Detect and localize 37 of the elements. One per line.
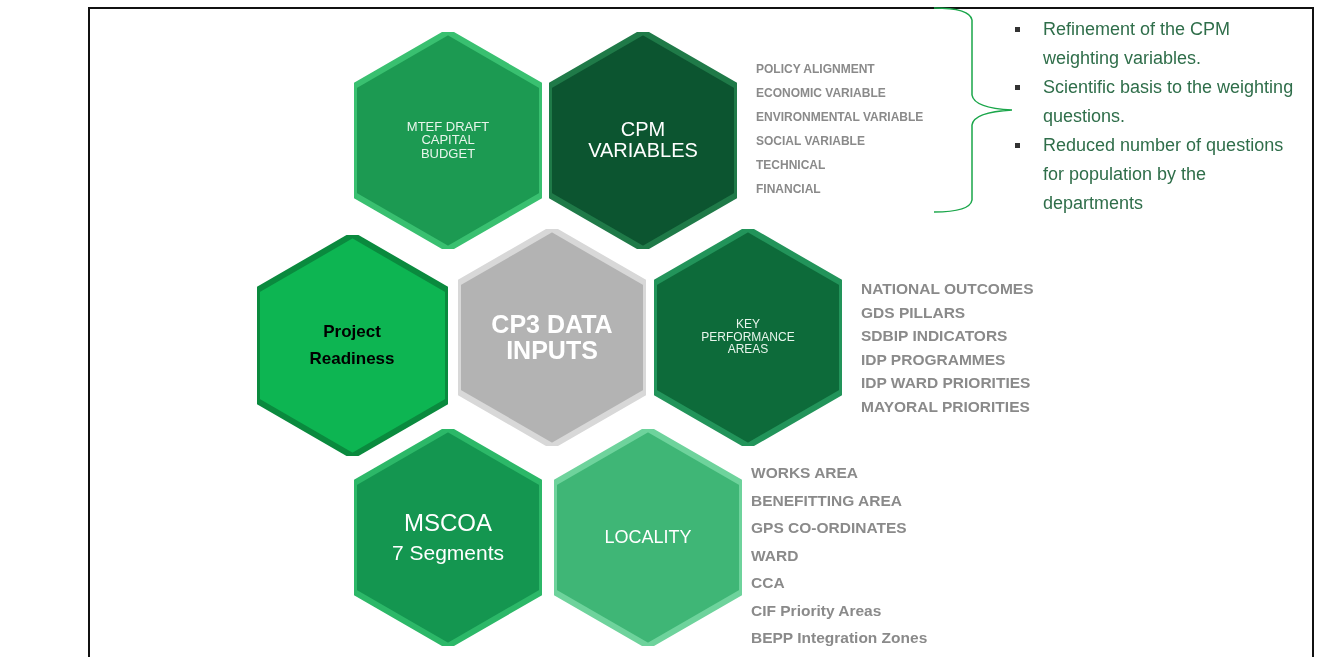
list-item: BENEFITTING AREA (751, 490, 902, 511)
list-item: CCA (751, 573, 785, 593)
list-item: ECONOMIC VARIABLE (756, 85, 886, 102)
hexagon-tile (458, 228, 646, 446)
list-item: WORKS AREA (751, 463, 859, 483)
list-item: POLICY ALIGNMENT (756, 61, 875, 78)
hexagon-tile (554, 428, 742, 646)
tile-label: CP3 DATA INPUTS (490, 310, 614, 364)
list-item: SOCIAL VARIABLE (756, 133, 865, 150)
list-item: ENVIRONMENTAL VARIABLE (756, 109, 924, 126)
list-item: WARD (751, 545, 799, 566)
list-item: BEPP Integration Zones (751, 628, 928, 648)
bullet-text: Scientific basis to the weighting questions. (1043, 77, 1294, 126)
list-item: NATIONAL OUTCOMES (861, 279, 1034, 299)
list-item: CIF Priority Areas (751, 600, 882, 621)
tile-label: MTEF DRAFT CAPITAL BUDGET (405, 119, 491, 161)
list-item: IDP PROGRAMMES (861, 349, 1006, 370)
list-item: GPS CO-ORDINATES (751, 518, 907, 538)
tile-label: KEY PERFORMANCE AREAS (700, 318, 796, 356)
list-item: GDS PILLARS (861, 302, 966, 323)
tile-label: CPM VARIABLES (587, 119, 699, 161)
hexagon-tile (549, 31, 737, 249)
list-item: IDP WARD PRIORITIES (861, 373, 1031, 393)
list-item: TECHNICAL (756, 157, 826, 174)
tile-label: MSCOA (403, 510, 493, 536)
list-item: SDBIP INDICATORS (861, 326, 1008, 346)
tile-label: 7 Segments (390, 541, 506, 564)
bullet-text: Refinement of the CPM weighting variables. (1043, 19, 1231, 68)
hexagon-tile (354, 428, 542, 646)
hexagon-tile (354, 31, 542, 249)
bullet-text: Reduced number of questions for population by the departments (1043, 135, 1284, 213)
hexagon-tile (654, 228, 842, 446)
list-item: MAYORAL PRIORITIES (861, 396, 1030, 417)
tile-label: LOCALITY (603, 527, 693, 547)
list-item: FINANCIAL (756, 181, 821, 198)
hexagon-tile (256, 234, 448, 456)
tile-label: Project Readiness (308, 320, 396, 370)
